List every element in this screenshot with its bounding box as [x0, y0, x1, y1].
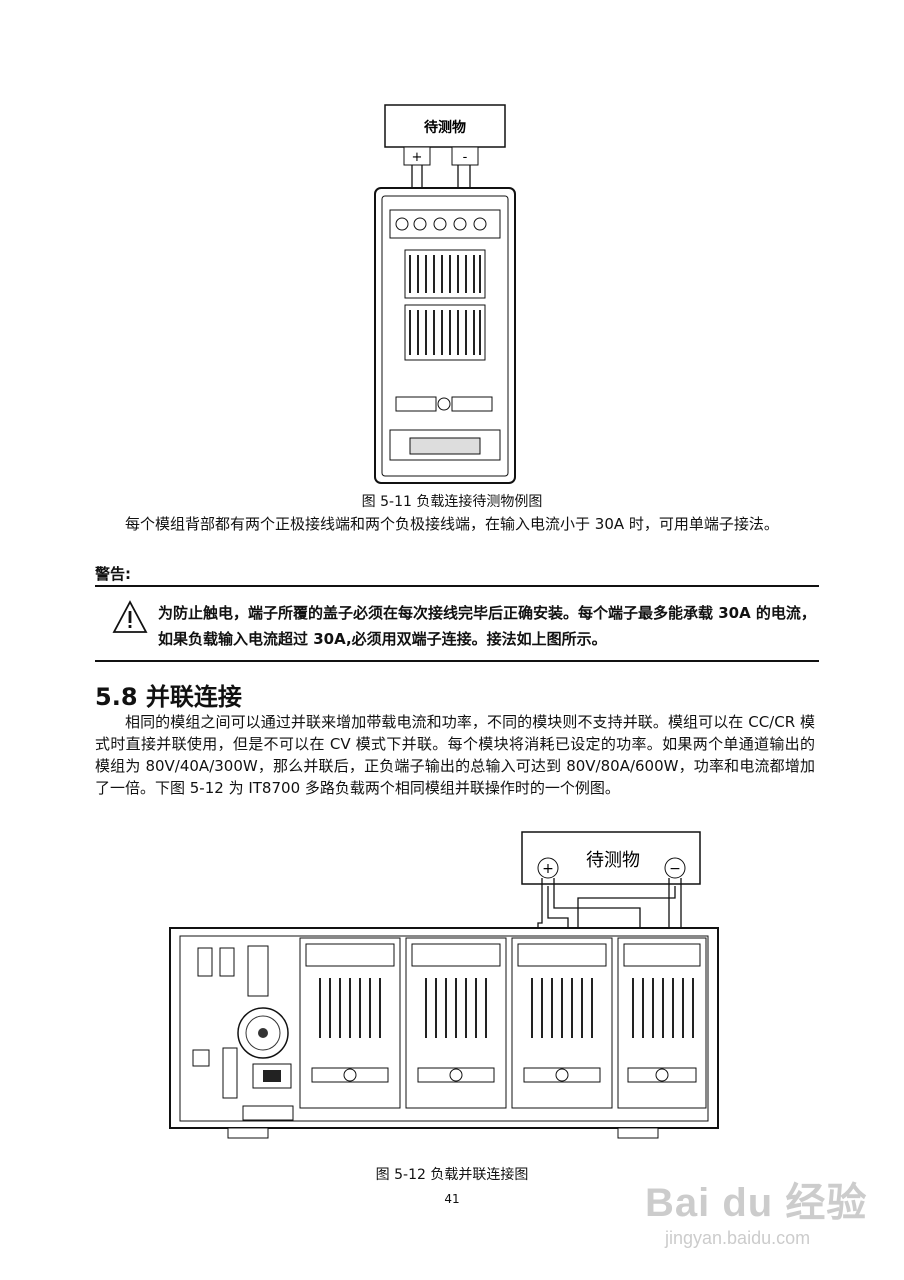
- warning-text: 为防止触电，端子所覆的盖子必须在每次接线完毕后正确安装。每个端子最多能承载 30…: [158, 604, 816, 648]
- figure-5-12-caption: 图 5-12 负载并联连接图: [375, 1167, 529, 1183]
- plus-symbol: +: [542, 861, 554, 877]
- warning-label: 警告:: [95, 565, 131, 583]
- minus-terminal-label: -: [463, 150, 468, 165]
- paragraph-single-terminal: 每个模组背部都有两个正极接线端和两个负极接线端，在输入电流小于 30A 时，可用…: [125, 515, 779, 533]
- section-heading: 5.8 并联连接: [95, 677, 242, 712]
- minus-symbol: −: [669, 861, 681, 877]
- section-title: 并联连接: [145, 682, 242, 711]
- warning-triangle-icon: [112, 600, 148, 633]
- section-number: 5.8: [95, 683, 138, 711]
- page-number: 41: [444, 1192, 460, 1206]
- dut-label: 待测物: [424, 119, 466, 136]
- figure-5-11-caption: 图 5-11 负载连接待测物例图: [361, 494, 543, 510]
- figure-5-11-diagram: 待测物 + -: [374, 104, 516, 484]
- plus-terminal-label: +: [412, 150, 423, 165]
- watermark-url: jingyan.baidu.com: [665, 1228, 811, 1248]
- watermark-logo: Bai du 经验: [645, 1181, 868, 1225]
- dut-label-parallel: 待测物: [586, 850, 640, 871]
- warning-bottom-rule: [95, 660, 819, 662]
- warning-top-rule: [95, 585, 819, 587]
- baidu-jingyan-watermark: Bai du 经验 jingyan.baidu.com: [645, 1150, 885, 1260]
- paragraph-parallel: 相同的模组之间可以通过并联来增加带载电流和功率，不同的模块则不支持并联。模组可以…: [95, 713, 815, 797]
- figure-5-12-diagram: 待测物 + −: [169, 831, 719, 1139]
